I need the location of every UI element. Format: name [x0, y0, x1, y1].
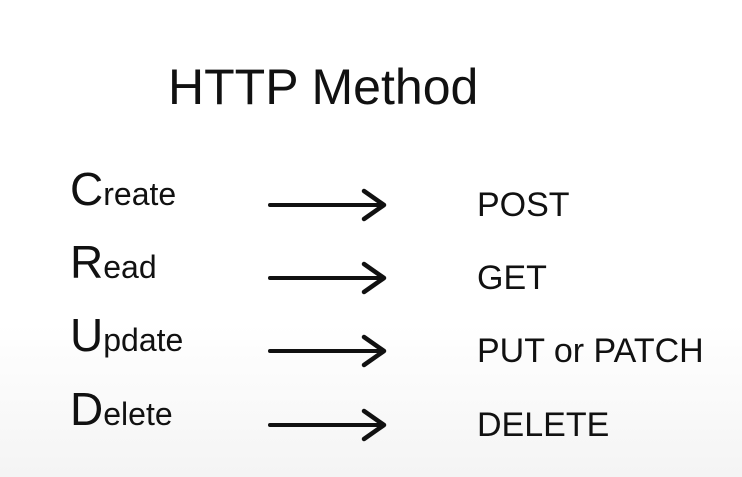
operation-initial: R	[70, 236, 104, 288]
http-method-post: POST	[477, 186, 570, 224]
http-method-delete: DELETE	[477, 406, 610, 444]
mapping-row-update: Update PUT or PATCH	[0, 312, 742, 372]
operation-rest: pdate	[103, 322, 184, 358]
crud-operation-delete: Delete	[70, 386, 173, 432]
right-arrow-icon	[268, 188, 387, 222]
http-method-get: GET	[477, 259, 547, 297]
slide-title: HTTP Method	[168, 59, 479, 115]
mapping-row-read: Read GET	[0, 239, 742, 299]
operation-rest: elete	[103, 396, 173, 432]
right-arrow-icon	[268, 334, 387, 368]
operation-initial: U	[70, 309, 104, 361]
right-arrow-icon	[268, 261, 387, 295]
mapping-row-create: Create POST	[0, 166, 742, 226]
crud-operation-create: Create	[70, 166, 176, 212]
operation-rest: ead	[103, 249, 157, 285]
http-method-put-or-patch: PUT or PATCH	[477, 332, 704, 370]
crud-operation-read: Read	[70, 239, 157, 285]
mapping-row-delete: Delete DELETE	[0, 386, 742, 446]
operation-initial: D	[70, 383, 104, 435]
operation-initial: C	[70, 163, 104, 215]
right-arrow-icon	[268, 408, 387, 442]
operation-rest: reate	[103, 176, 177, 212]
crud-operation-update: Update	[70, 312, 183, 358]
